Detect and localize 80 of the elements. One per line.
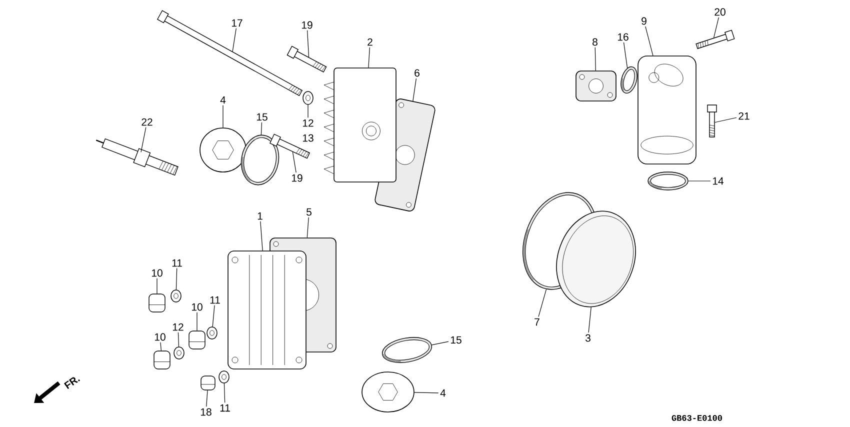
pipe-drawing <box>638 56 696 164</box>
leader-line <box>414 392 439 394</box>
callout-number: 8 <box>592 38 598 46</box>
nut-drawing <box>200 376 216 390</box>
leader-line <box>206 390 208 407</box>
leader-line <box>307 30 310 58</box>
leader-line <box>292 152 296 173</box>
leader-line <box>196 312 198 331</box>
gasket-drawing <box>576 70 616 102</box>
callout-number: 4 <box>440 389 446 397</box>
cylinder-head-drawing <box>228 250 306 370</box>
cap-nut-drawing <box>148 294 166 312</box>
callout-number: 10 <box>152 269 162 277</box>
callout-number: 1 <box>258 212 262 220</box>
spark-plug-drawing <box>96 138 178 176</box>
leader-line <box>306 217 309 238</box>
leader-line <box>222 105 224 128</box>
washer-drawing <box>206 326 218 340</box>
callout-number: 11 <box>210 296 220 304</box>
leader-line <box>156 278 158 294</box>
leader-line <box>368 47 370 68</box>
leader-line <box>714 117 737 123</box>
leader-line <box>212 305 215 327</box>
callout-number: 21 <box>738 112 750 120</box>
leader-line <box>176 268 178 290</box>
callout-number: 15 <box>256 113 268 121</box>
leader-line <box>645 26 654 56</box>
callout-number: 18 <box>200 408 212 416</box>
washer-drawing <box>174 346 184 360</box>
callout-number: 12 <box>302 119 314 127</box>
callout-number: 6 <box>414 69 420 77</box>
cover-drawing <box>556 210 636 308</box>
plug-drawing <box>362 372 414 412</box>
callout-number: 12 <box>172 323 184 331</box>
direction-label: FR. <box>64 377 80 390</box>
plug-drawing <box>200 128 246 172</box>
callout-number: 20 <box>714 8 726 16</box>
leader-line <box>688 180 711 182</box>
leader-line <box>594 47 596 71</box>
leader-line <box>432 341 449 346</box>
leader-line <box>538 289 547 317</box>
o-ring-drawing <box>648 172 688 190</box>
callout-number: 17 <box>232 19 242 27</box>
cap-nut-drawing <box>154 350 170 370</box>
o-ring-drawing <box>382 337 432 363</box>
callout-number: 16 <box>618 33 628 41</box>
callout-number: 22 <box>142 118 152 126</box>
callout-number: 7 <box>534 318 540 326</box>
leader-line <box>623 42 628 68</box>
callout-number: 13 <box>302 134 314 142</box>
leader-line <box>224 383 226 403</box>
callout-number: 5 <box>306 208 312 216</box>
callout-number: 9 <box>642 17 646 25</box>
washer-drawing <box>302 91 314 105</box>
washer-drawing <box>170 290 182 302</box>
leader-line <box>714 17 719 38</box>
cooler-drawing <box>324 68 396 182</box>
leader-line <box>260 221 263 251</box>
leader-line <box>140 127 146 152</box>
bolt-drawing <box>707 104 717 138</box>
callout-number: 4 <box>220 96 226 104</box>
callout-number: 10 <box>192 303 202 311</box>
callout-number: 10 <box>154 333 166 341</box>
callout-number: 19 <box>292 174 302 182</box>
figure-code: GB63-E0100 <box>672 415 722 421</box>
callout-number: 11 <box>220 404 230 412</box>
leader-line <box>260 122 262 136</box>
callout-number: 14 <box>712 177 724 185</box>
leader-line <box>412 78 417 102</box>
callout-number: 11 <box>172 259 182 267</box>
o-ring-drawing <box>620 66 638 94</box>
leader-line <box>588 306 592 333</box>
callout-number: 2 <box>368 38 372 46</box>
callout-number: 3 <box>585 334 590 342</box>
leader-line <box>232 28 236 52</box>
callout-number: 19 <box>302 21 312 29</box>
callout-number: 15 <box>450 336 462 344</box>
washer-drawing <box>218 370 230 384</box>
leader-line <box>178 332 180 347</box>
leader-line <box>160 342 162 351</box>
